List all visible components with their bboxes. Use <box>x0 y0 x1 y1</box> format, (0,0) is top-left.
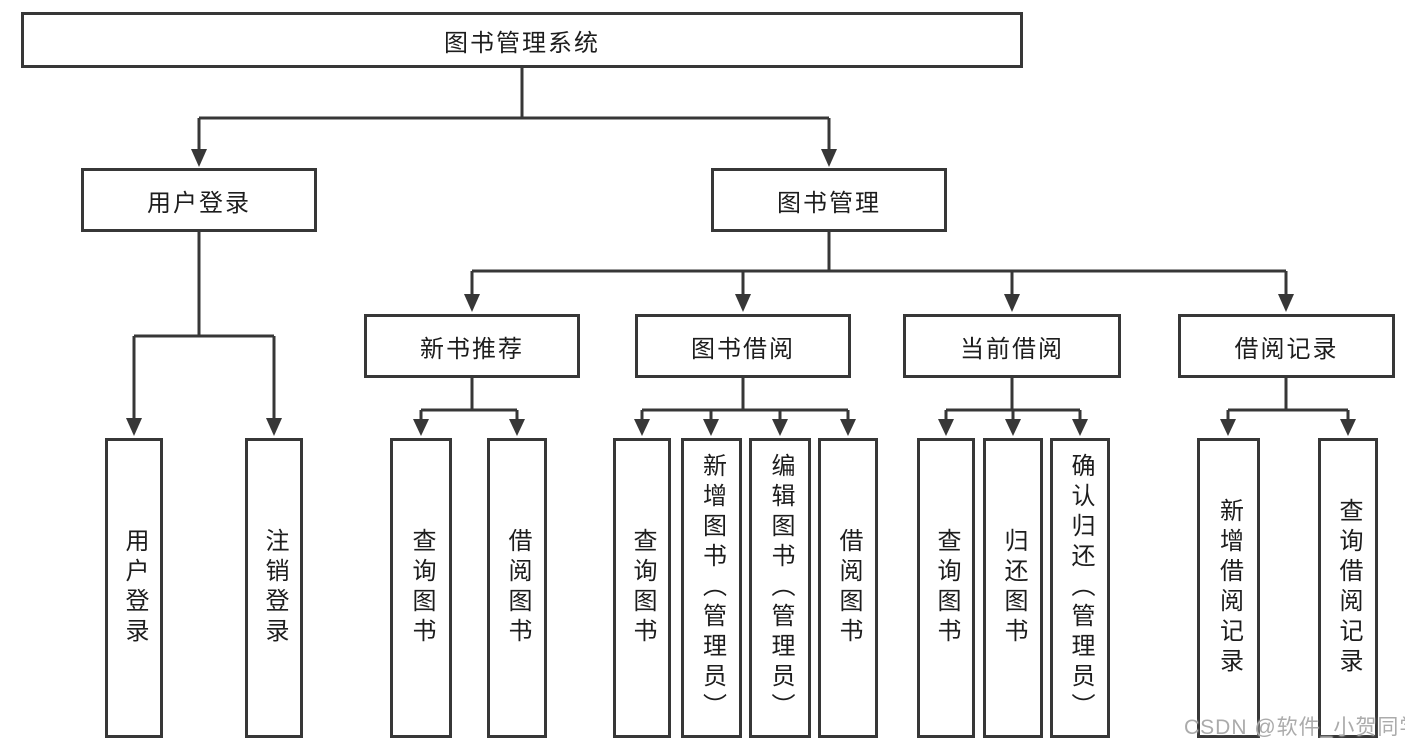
connector-root-to-level1 <box>191 68 837 167</box>
leaf-bb-query-books: 查询图书 <box>613 438 671 738</box>
leaf-bb-edit-book-admin: 编辑图书（管理员） <box>749 438 811 738</box>
leaf-nbr-query-books: 查询图书 <box>390 438 452 738</box>
connector-book-borrow-to-leaves <box>634 378 856 436</box>
node-library-management-system: 图书管理系统 <box>21 12 1023 68</box>
connector-user-login-to-leaves <box>126 232 282 436</box>
node-book-borrow: 图书借阅 <box>635 314 851 378</box>
connector-current-borrow-to-leaves <box>938 378 1088 436</box>
leaf-logout-login: 注销登录 <box>245 438 303 738</box>
leaf-user-login: 用户登录 <box>105 438 163 738</box>
connector-book-management-to-level3 <box>464 232 1294 312</box>
connector-borrow-records-to-leaves <box>1220 378 1356 436</box>
node-borrow-records: 借阅记录 <box>1178 314 1395 378</box>
leaf-bb-add-book-admin: 新增图书（管理员） <box>681 438 742 738</box>
leaf-cb-confirm-return-admin: 确认归还（管理员） <box>1050 438 1110 738</box>
leaf-cb-return-books: 归还图书 <box>983 438 1043 738</box>
node-current-borrow: 当前借阅 <box>903 314 1121 378</box>
leaf-cb-query-books: 查询图书 <box>917 438 975 738</box>
leaf-bb-borrow-books: 借阅图书 <box>818 438 878 738</box>
connector-new-book-recommend-to-leaves <box>413 378 525 436</box>
node-user-login: 用户登录 <box>81 168 317 232</box>
node-book-management: 图书管理 <box>711 168 947 232</box>
csdn-watermark: CSDN @软件_小贺同学 <box>1184 716 1405 739</box>
leaf-br-add-borrow-record: 新增借阅记录 <box>1197 438 1260 738</box>
leaf-br-query-borrow-record: 查询借阅记录 <box>1318 438 1378 738</box>
node-new-book-recommend: 新书推荐 <box>364 314 580 378</box>
leaf-nbr-borrow-books: 借阅图书 <box>487 438 547 738</box>
